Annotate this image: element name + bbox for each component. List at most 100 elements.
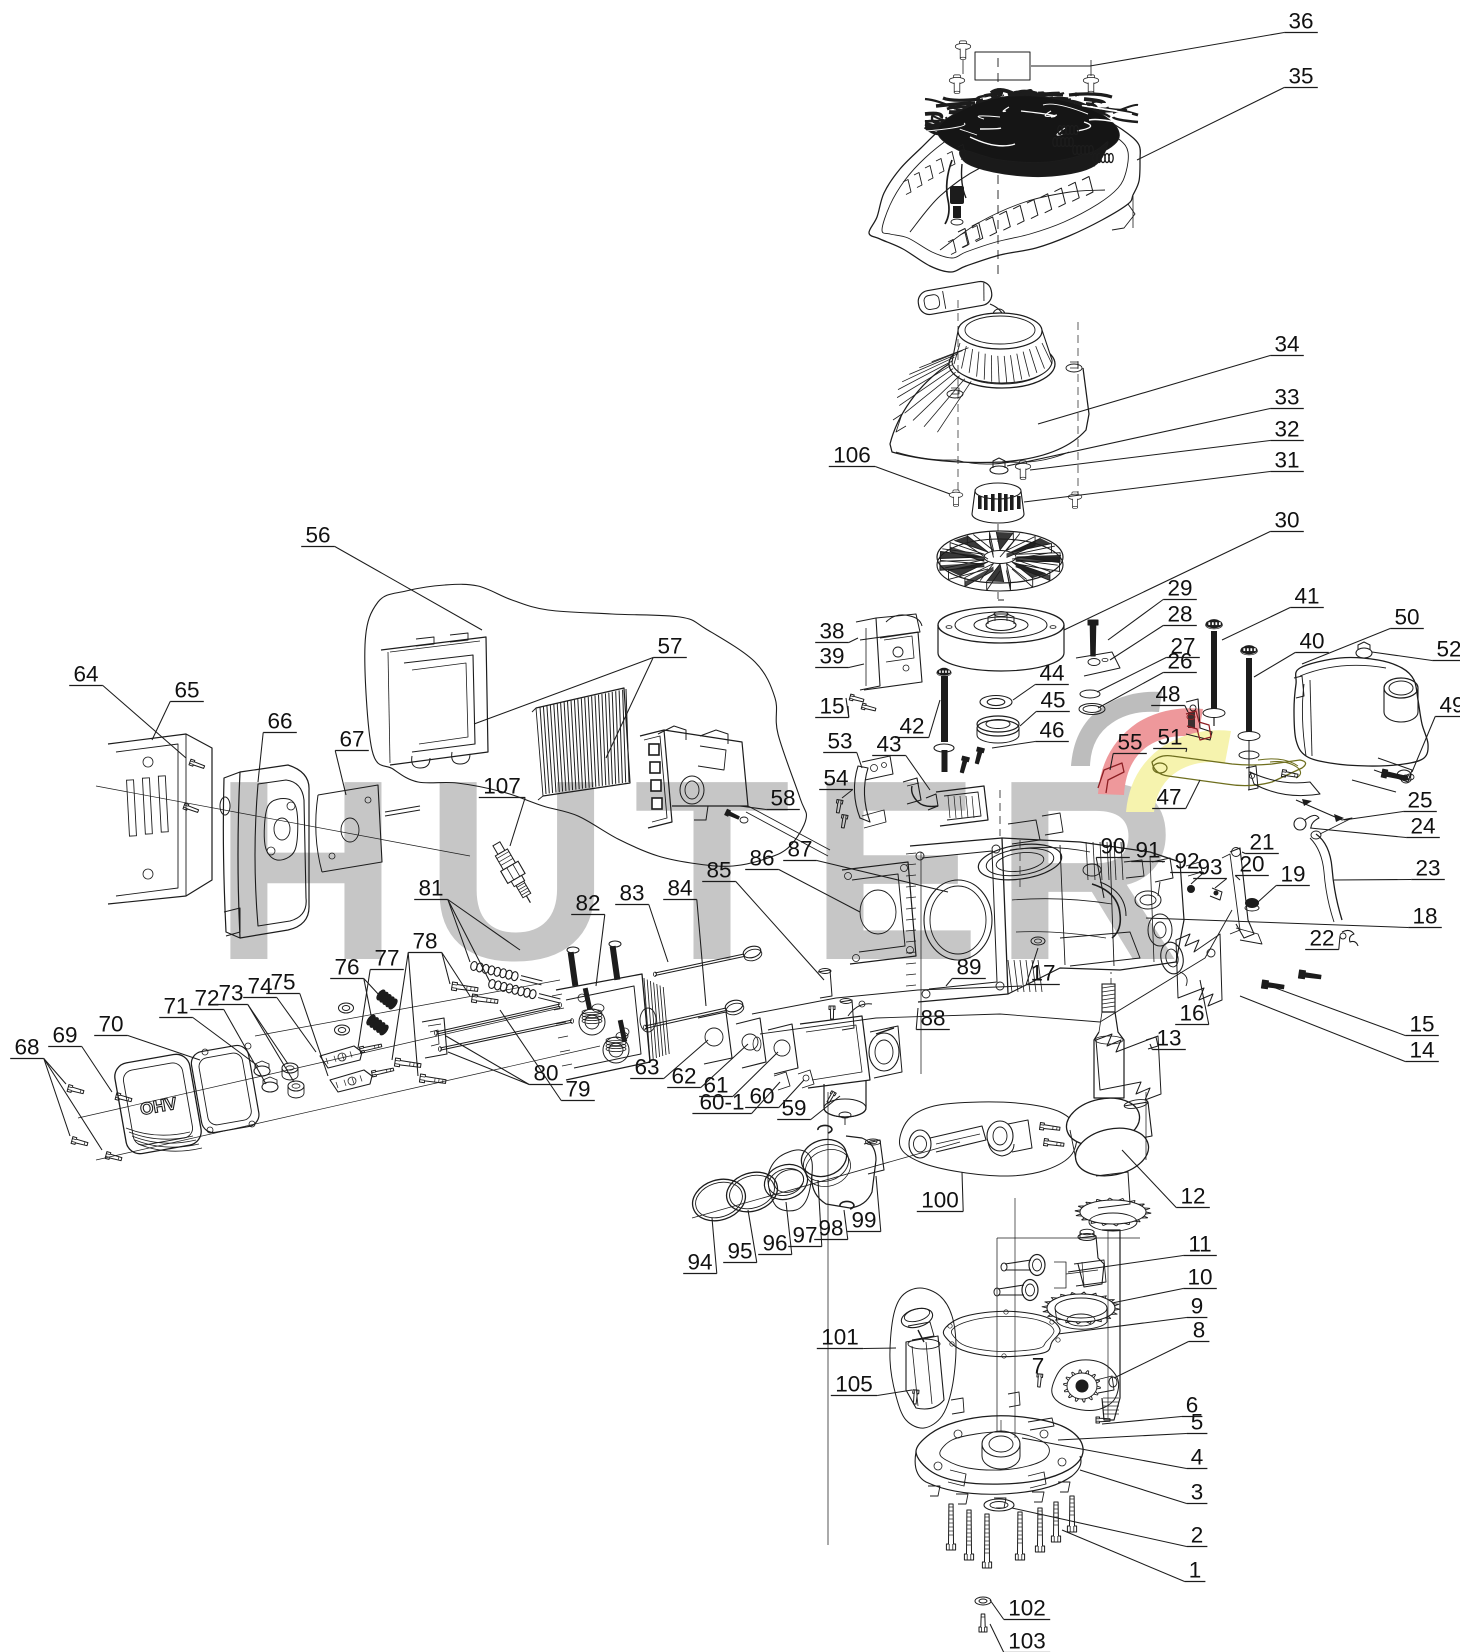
- svg-text:52: 52: [1436, 637, 1460, 662]
- svg-text:68: 68: [14, 1035, 39, 1060]
- svg-text:91: 91: [1135, 838, 1160, 863]
- svg-text:105: 105: [835, 1372, 873, 1397]
- svg-text:107: 107: [483, 774, 521, 799]
- svg-text:5: 5: [1191, 1410, 1204, 1435]
- svg-text:61: 61: [703, 1073, 728, 1098]
- svg-text:58: 58: [770, 786, 795, 811]
- svg-text:81: 81: [418, 876, 443, 901]
- svg-text:18: 18: [1412, 904, 1437, 929]
- svg-text:27: 27: [1170, 634, 1195, 659]
- svg-text:1: 1: [1189, 1558, 1202, 1583]
- svg-text:15: 15: [819, 694, 844, 719]
- svg-text:98: 98: [818, 1216, 843, 1241]
- svg-text:57: 57: [657, 634, 682, 659]
- svg-text:T: T: [634, 727, 791, 1014]
- svg-text:67: 67: [339, 727, 364, 752]
- svg-text:E: E: [809, 727, 980, 1014]
- svg-text:25: 25: [1407, 788, 1432, 813]
- svg-text:106: 106: [833, 443, 871, 468]
- svg-text:65: 65: [174, 678, 199, 703]
- svg-text:30: 30: [1274, 508, 1299, 533]
- svg-text:101: 101: [821, 1325, 859, 1350]
- svg-text:86: 86: [749, 846, 774, 871]
- svg-text:60: 60: [749, 1084, 774, 1109]
- svg-text:69: 69: [52, 1023, 77, 1048]
- svg-text:79: 79: [565, 1077, 590, 1102]
- svg-text:71: 71: [163, 994, 188, 1019]
- svg-text:35: 35: [1288, 64, 1313, 89]
- svg-text:89: 89: [956, 955, 981, 980]
- svg-text:72: 72: [194, 986, 219, 1011]
- svg-text:8: 8: [1193, 1318, 1206, 1343]
- svg-text:28: 28: [1167, 602, 1192, 627]
- svg-text:H: H: [213, 727, 399, 1014]
- svg-text:9: 9: [1191, 1294, 1204, 1319]
- svg-text:47: 47: [1156, 785, 1181, 810]
- svg-text:36: 36: [1288, 9, 1313, 34]
- svg-text:85: 85: [706, 858, 731, 883]
- svg-text:14: 14: [1409, 1038, 1434, 1063]
- svg-text:73: 73: [218, 981, 243, 1006]
- svg-text:60-1: 60-1: [699, 1090, 744, 1115]
- svg-text:82: 82: [575, 891, 600, 916]
- svg-text:43: 43: [876, 732, 901, 757]
- svg-text:16: 16: [1179, 1001, 1204, 1026]
- svg-text:59: 59: [781, 1096, 806, 1121]
- svg-text:50: 50: [1394, 605, 1419, 630]
- svg-text:10: 10: [1187, 1265, 1212, 1290]
- svg-text:48: 48: [1155, 682, 1180, 707]
- svg-text:95: 95: [727, 1239, 752, 1264]
- svg-text:99: 99: [851, 1208, 876, 1233]
- svg-text:78: 78: [412, 929, 437, 954]
- svg-text:70: 70: [98, 1012, 123, 1037]
- svg-text:19: 19: [1280, 862, 1305, 887]
- svg-text:62: 62: [671, 1064, 696, 1089]
- svg-text:56: 56: [305, 523, 330, 548]
- svg-text:88: 88: [920, 1006, 945, 1031]
- svg-text:87: 87: [787, 837, 812, 862]
- svg-text:92: 92: [1174, 849, 1199, 874]
- svg-text:23: 23: [1415, 856, 1440, 881]
- svg-text:83: 83: [619, 881, 644, 906]
- svg-text:41: 41: [1294, 584, 1319, 609]
- svg-text:4: 4: [1191, 1445, 1204, 1470]
- svg-text:26: 26: [1167, 649, 1192, 674]
- svg-text:22: 22: [1309, 926, 1334, 951]
- svg-text:39: 39: [819, 644, 844, 669]
- svg-text:96: 96: [762, 1231, 787, 1256]
- svg-text:13: 13: [1156, 1026, 1181, 1051]
- svg-text:103: 103: [1008, 1629, 1046, 1652]
- svg-text:45: 45: [1040, 688, 1065, 713]
- svg-text:15: 15: [1409, 1012, 1434, 1037]
- svg-text:34: 34: [1274, 332, 1299, 357]
- svg-text:7: 7: [1032, 1354, 1045, 1379]
- svg-text:94: 94: [687, 1250, 712, 1275]
- svg-text:33: 33: [1274, 385, 1299, 410]
- svg-text:51: 51: [1157, 725, 1182, 750]
- svg-text:54: 54: [823, 766, 848, 791]
- svg-text:100: 100: [921, 1188, 959, 1213]
- svg-text:17: 17: [1030, 961, 1055, 986]
- svg-text:21: 21: [1249, 830, 1274, 855]
- svg-text:55: 55: [1117, 730, 1142, 755]
- svg-text:63: 63: [634, 1055, 659, 1080]
- svg-text:29: 29: [1167, 576, 1192, 601]
- svg-text:97: 97: [792, 1223, 817, 1248]
- svg-text:12: 12: [1180, 1184, 1205, 1209]
- svg-text:49: 49: [1439, 693, 1460, 718]
- svg-text:102: 102: [1008, 1596, 1046, 1621]
- svg-text:77: 77: [374, 946, 399, 971]
- svg-text:2: 2: [1191, 1523, 1204, 1548]
- svg-text:46: 46: [1039, 718, 1064, 743]
- svg-text:66: 66: [267, 709, 292, 734]
- svg-text:53: 53: [827, 729, 852, 754]
- svg-text:31: 31: [1274, 448, 1299, 473]
- svg-text:80: 80: [533, 1061, 558, 1086]
- svg-text:38: 38: [819, 619, 844, 644]
- svg-text:76: 76: [334, 955, 359, 980]
- svg-text:84: 84: [667, 876, 692, 901]
- svg-text:93: 93: [1197, 855, 1222, 880]
- svg-text:24: 24: [1410, 814, 1435, 839]
- svg-text:6: 6: [1186, 1393, 1199, 1418]
- svg-text:32: 32: [1274, 417, 1299, 442]
